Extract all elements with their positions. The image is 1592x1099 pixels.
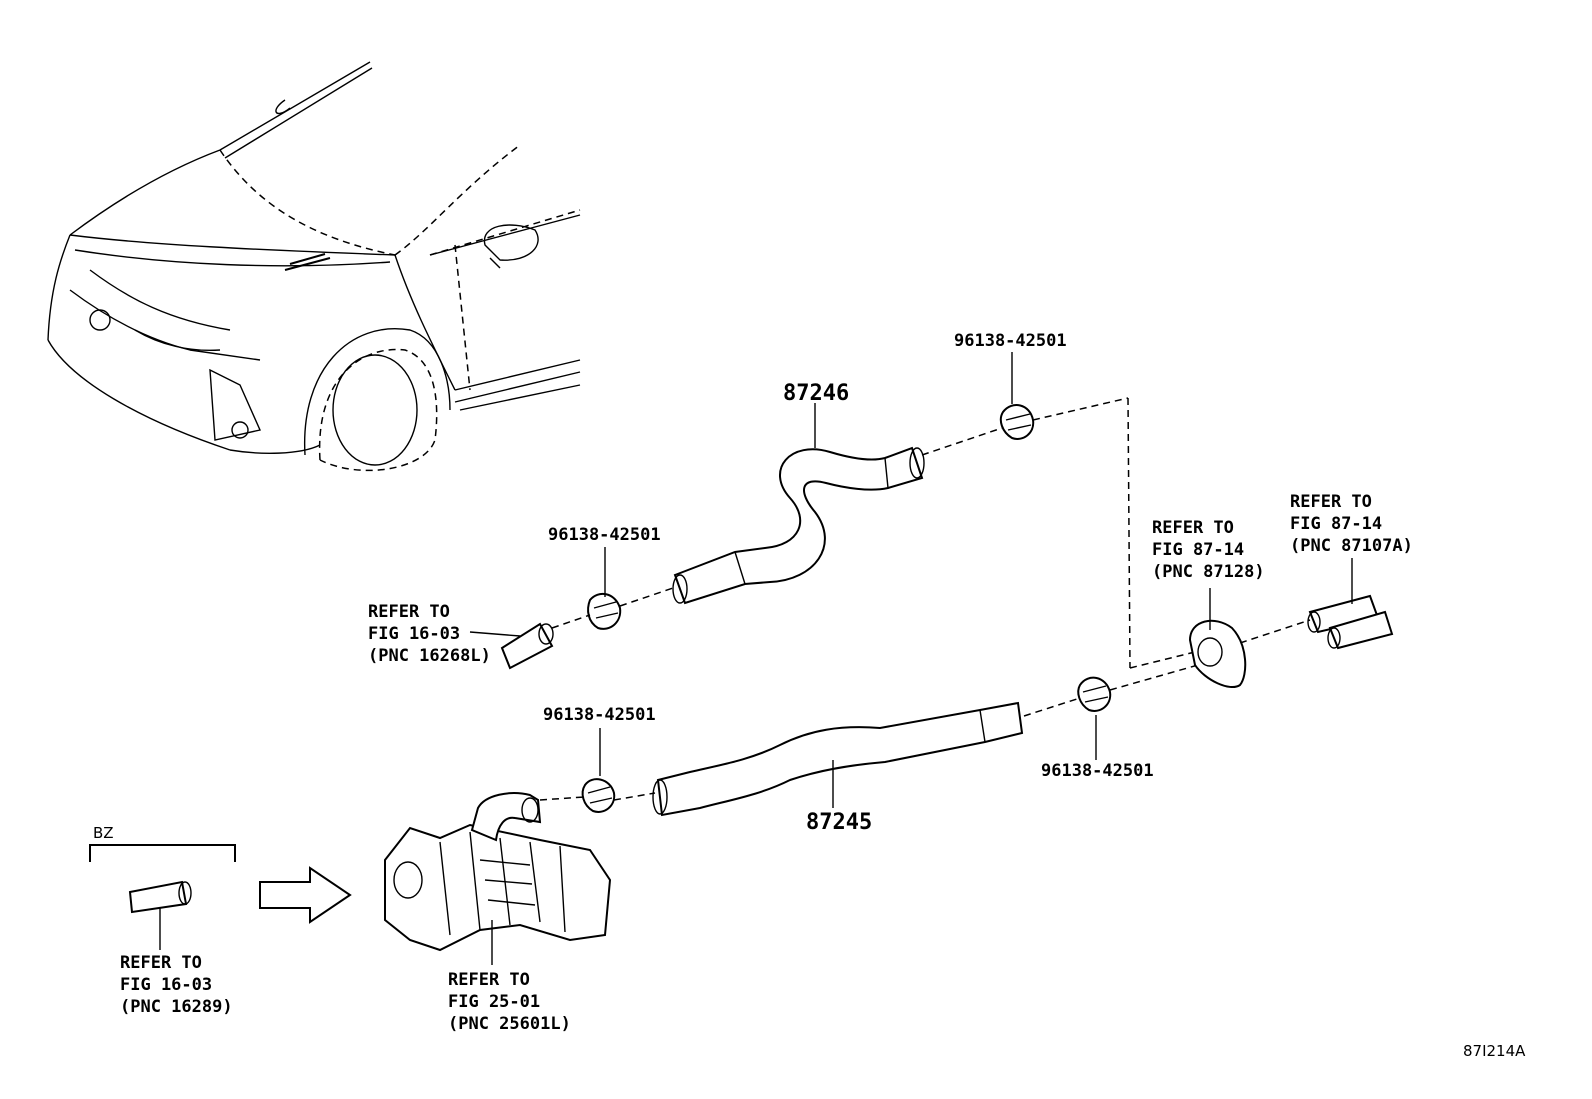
group-label-bz: BZ — [93, 824, 114, 842]
ref-87107-line3: (PNC 87107A) — [1290, 536, 1413, 556]
figure-code: 87I214A — [1463, 1042, 1526, 1060]
hose-87246 — [672, 403, 925, 605]
assembly-lines — [539, 397, 1311, 801]
ref-16289-line2: FIG 16-03 — [120, 975, 212, 995]
ref-16268-line3: (PNC 16268L) — [368, 646, 491, 666]
ref-25601-line1: REFER TO — [448, 970, 530, 990]
part-number-clamp-c: 96138-42501 — [543, 705, 656, 725]
ref-25601-line3: (PNC 25601L) — [448, 1014, 571, 1034]
ref-16289-line3: (PNC 16289) — [120, 997, 233, 1017]
ref-16268-line1: REFER TO — [368, 602, 450, 622]
egr-cooler — [384, 792, 612, 965]
ref-87128-line2: FIG 87-14 — [1152, 540, 1244, 560]
clamp-c — [581, 728, 616, 813]
pipes-87107 — [1307, 558, 1394, 650]
pipe-16289 — [128, 880, 192, 950]
vehicle-outline — [47, 61, 581, 472]
ref-87128-line1: REFER TO — [1152, 518, 1234, 538]
clamp-d — [1077, 676, 1112, 760]
part-number-87246: 87246 — [783, 381, 849, 406]
hose-87245 — [652, 701, 1024, 817]
part-number-clamp-a: 96138-42501 — [548, 525, 661, 545]
ref-16289-line1: REFER TO — [120, 953, 202, 973]
ref-87107-line2: FIG 87-14 — [1290, 514, 1382, 534]
ref-87107-line1: REFER TO — [1290, 492, 1372, 512]
part-number-87245: 87245 — [806, 810, 872, 835]
clamp-b — [999, 352, 1035, 440]
pipe-16268 — [469, 622, 554, 670]
ref-25601-line2: FIG 25-01 — [448, 992, 540, 1012]
part-number-clamp-d: 96138-42501 — [1041, 761, 1154, 781]
ref-87128-line3: (PNC 87128) — [1152, 562, 1265, 582]
clamp-a — [587, 547, 622, 630]
ref-16268-line2: FIG 16-03 — [368, 624, 460, 644]
part-number-clamp-b: 96138-42501 — [954, 331, 1067, 351]
arrow-icon — [259, 866, 352, 924]
gasket-87128 — [1188, 588, 1247, 688]
bz-bracket — [89, 844, 236, 862]
